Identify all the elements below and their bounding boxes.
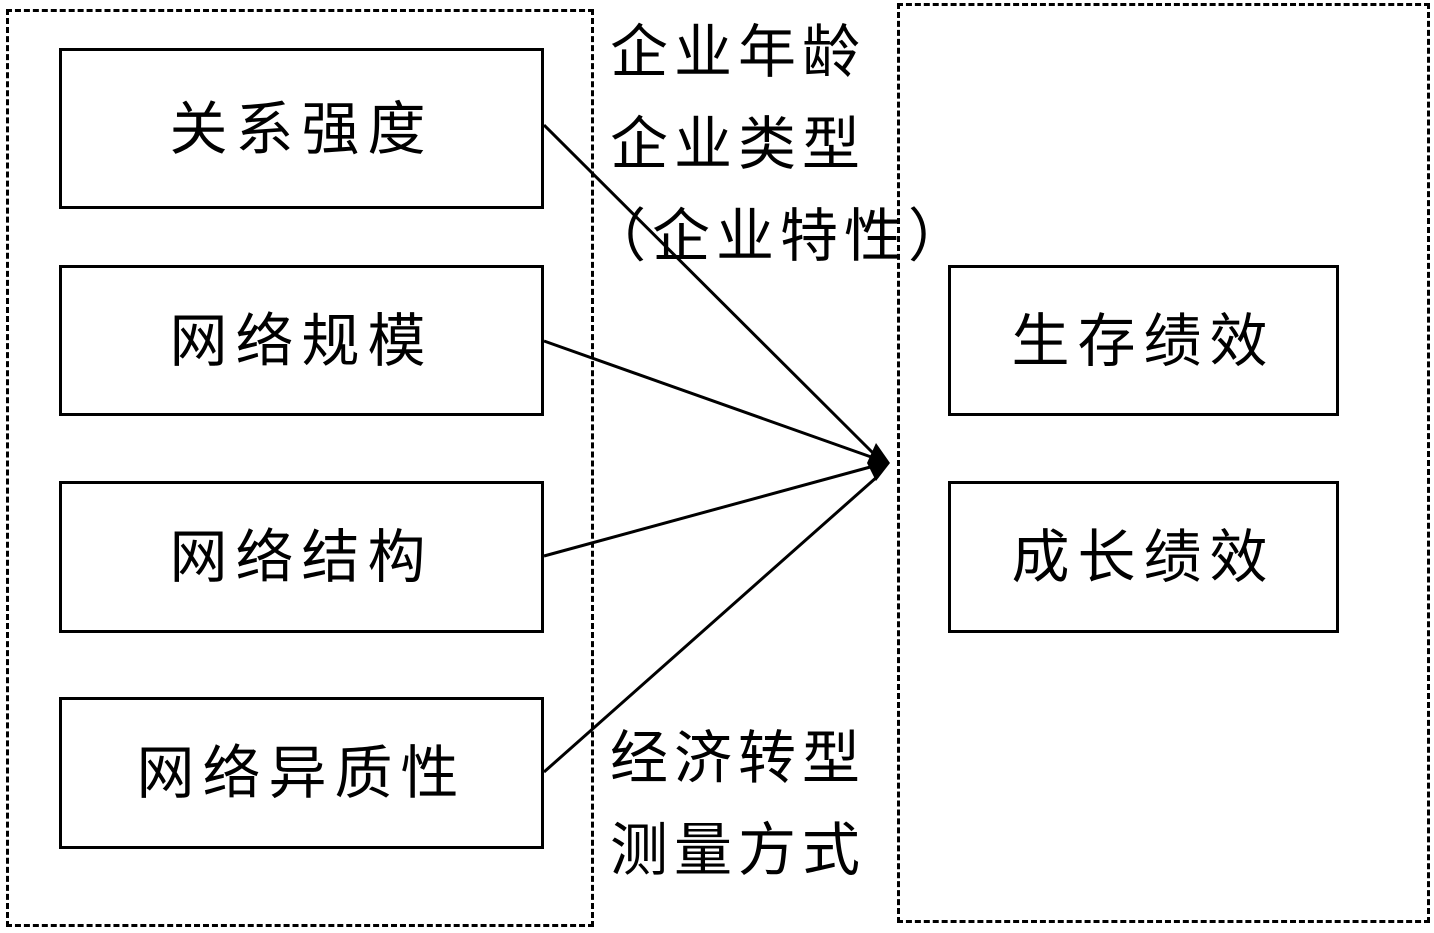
moderator-firm-age: 企业年龄 [610, 18, 867, 86]
arrowhead [867, 443, 890, 481]
moderator-economic-transition: 经济转型 [610, 724, 867, 792]
moderator-firm-traits: （企业特性） [588, 202, 973, 270]
network-heterogeneity-box: 网络异质性 [59, 697, 544, 849]
growth-performance-box: 成长绩效 [948, 481, 1339, 633]
network-structure-label: 网络结构 [169, 523, 434, 591]
relation-strength-box: 关系强度 [59, 48, 544, 209]
performance-group [897, 3, 1430, 923]
network-heterogeneity-label: 网络异质性 [136, 739, 467, 807]
growth-performance-label: 成长绩效 [1011, 523, 1276, 591]
network-scale-box: 网络规模 [59, 265, 544, 416]
moderator-firm-type: 企业类型 [610, 110, 867, 178]
network-structure-box: 网络结构 [59, 481, 544, 633]
survival-performance-label: 生存绩效 [1011, 306, 1276, 375]
moderator-measurement-method: 测量方式 [610, 816, 867, 884]
relation-strength-label: 关系强度 [169, 94, 434, 163]
survival-performance-box: 生存绩效 [948, 265, 1339, 416]
network-scale-label: 网络规模 [169, 306, 434, 375]
